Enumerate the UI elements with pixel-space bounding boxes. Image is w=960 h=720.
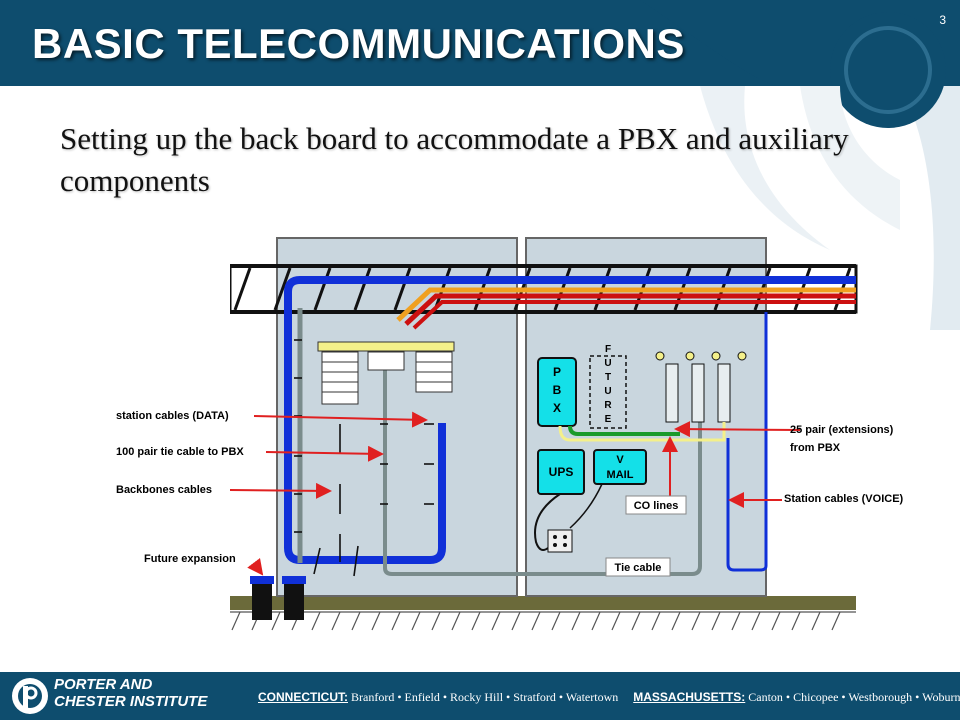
pbx-letter: X bbox=[553, 401, 561, 415]
cable-blue-backbone bbox=[284, 276, 856, 564]
header-band bbox=[0, 0, 960, 330]
pbx-letter: P bbox=[553, 365, 561, 379]
co-lines-label: CO lines bbox=[634, 500, 679, 512]
ct-label: CONNECTICUT: bbox=[258, 690, 348, 704]
power-cord bbox=[534, 493, 561, 551]
footer-bar bbox=[0, 672, 960, 720]
pbx-letter: B bbox=[553, 383, 562, 397]
arrow-future bbox=[247, 558, 264, 576]
future-letter: U bbox=[604, 386, 611, 397]
ups-label: UPS bbox=[549, 465, 574, 479]
label-station-data: station cables (DATA) bbox=[116, 410, 229, 422]
cable-orange bbox=[396, 287, 856, 322]
cable-green-25pair bbox=[568, 425, 680, 436]
vmail-label-line1: V bbox=[616, 454, 624, 466]
pbx-box bbox=[537, 357, 577, 427]
label-tie-cable-pbx: 100 pair tie cable to PBX bbox=[116, 446, 244, 458]
label-from-pbx: from PBX bbox=[790, 442, 841, 454]
footer-locations: CONNECTICUT: Branford • Enfield • Rocky … bbox=[258, 690, 960, 705]
power-outlet bbox=[547, 529, 573, 553]
cable-blue-voice bbox=[726, 312, 768, 572]
label-station-voice: Station cables (VOICE) bbox=[784, 493, 904, 505]
slide-title: BASIC TELECOMMUNICATIONS bbox=[32, 20, 685, 67]
footer-logo-text: PORTER AND CHESTER INSTITUTE bbox=[54, 676, 207, 710]
tie-cable-box bbox=[605, 557, 671, 577]
future-expansion-conduits bbox=[250, 576, 306, 620]
porter-chester-logo-icon bbox=[12, 678, 48, 714]
logo-line2: CHESTER INSTITUTE bbox=[54, 693, 208, 710]
label-future-expansion: Future expansion bbox=[144, 553, 236, 565]
arrow-25pair bbox=[674, 421, 801, 438]
arrow-backbone bbox=[230, 482, 332, 499]
ma-towns: Canton • Chicopee • Westborough • Woburn bbox=[748, 690, 960, 704]
floor-slab bbox=[230, 596, 856, 610]
vmail-box bbox=[593, 449, 647, 485]
future-letter: R bbox=[604, 400, 612, 411]
label-25pair: 25 pair (extensions) bbox=[790, 424, 894, 436]
floor-hatch bbox=[230, 611, 856, 631]
future-letter: U bbox=[604, 358, 611, 369]
ups-box bbox=[537, 449, 585, 495]
slide-subtitle: Setting up the back board to accommodate… bbox=[60, 121, 849, 198]
future-letter: F bbox=[605, 344, 611, 355]
vmail-label-line2: MAIL bbox=[607, 469, 634, 481]
arrow-data bbox=[253, 411, 428, 428]
page-number: 3 bbox=[939, 13, 946, 27]
ma-label: MASSACHUSETTS: bbox=[633, 690, 746, 704]
tie-cable-label: Tie cable bbox=[615, 562, 662, 574]
cable-yellow-25pair bbox=[558, 422, 726, 442]
logo-line1: PORTER AND bbox=[54, 676, 153, 693]
patch-panel-strip bbox=[317, 341, 455, 352]
backboard-diagram: P B X F U T U R E UPS V MAIL CO l bbox=[230, 237, 858, 631]
future-letter: T bbox=[605, 372, 611, 383]
future-letter: E bbox=[605, 414, 612, 425]
ct-towns: Branford • Enfield • Rocky Hill • Stratf… bbox=[351, 690, 619, 704]
co-lines-box bbox=[625, 495, 687, 515]
cable-red bbox=[404, 293, 856, 326]
extension-blocks bbox=[655, 351, 747, 423]
label-backbone: Backbones cables bbox=[116, 484, 212, 496]
power-cord-2 bbox=[569, 483, 603, 529]
cable-red-2 bbox=[412, 300, 856, 330]
future-box bbox=[589, 355, 627, 429]
arrow-tie bbox=[265, 445, 384, 462]
cable-gray-tie bbox=[383, 358, 702, 576]
